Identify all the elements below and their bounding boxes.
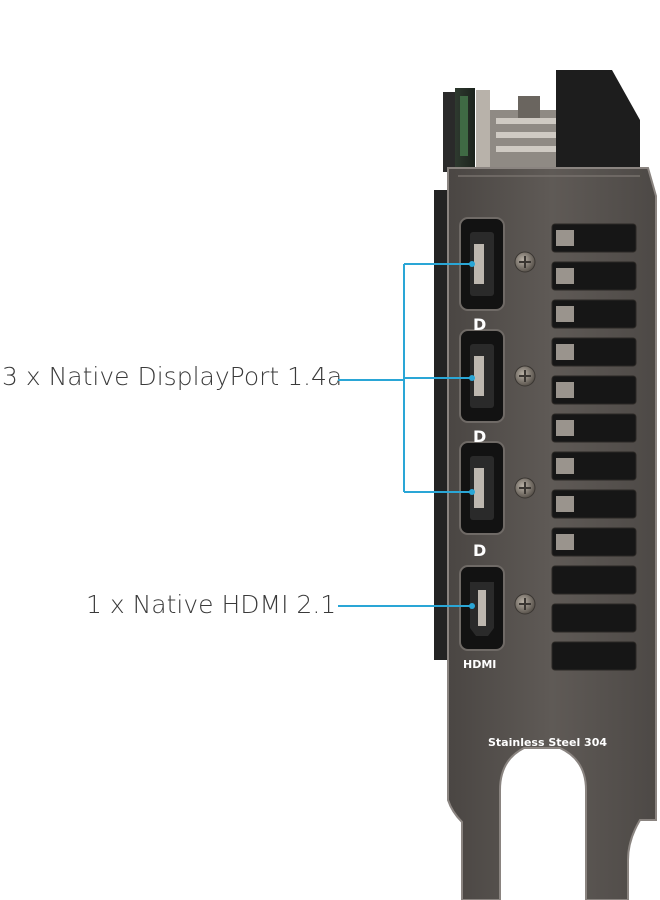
screw-icon <box>514 593 536 615</box>
displayport-callout-label: 3 x Native DisplayPort 1.4a <box>2 362 343 391</box>
card-top-components <box>443 70 640 172</box>
hdmi-callout-label: 1 x Native HDMI 2.1 <box>86 590 337 619</box>
displayport-logo-icon: D <box>473 541 486 560</box>
callout-lines <box>338 263 472 607</box>
hdmi-port <box>459 565 505 651</box>
displayport-port-1 <box>459 217 505 311</box>
displayport-logo-icon: D <box>473 315 486 334</box>
screw-icon <box>514 477 536 499</box>
displayport-port-2 <box>459 329 505 423</box>
callout-dots <box>469 261 475 609</box>
hdmi-logo-text: HDMI <box>463 658 496 671</box>
screw-icon <box>514 365 536 387</box>
screw-icon <box>514 251 536 273</box>
material-label: Stainless Steel 304 <box>488 736 607 749</box>
displayport-logo-icon: D <box>473 427 486 446</box>
displayport-port-3 <box>459 441 505 535</box>
vent-fin-details <box>556 230 574 550</box>
